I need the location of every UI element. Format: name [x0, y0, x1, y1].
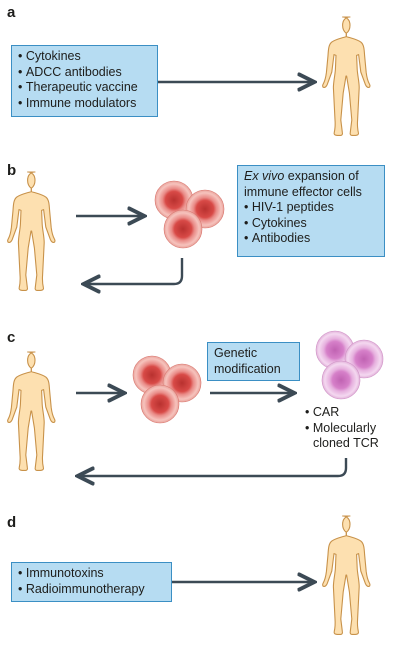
list-item: CAR	[305, 405, 397, 421]
human-figure-c	[7, 351, 56, 471]
list-item: HIV-1 peptides	[244, 200, 378, 216]
human-figure-b	[7, 171, 56, 291]
genetic-modification-line1: Genetic	[214, 346, 258, 360]
panel-label-b: b	[7, 162, 17, 179]
ex-vivo-heading-line2: immune effector cells	[244, 184, 362, 199]
list-item: Antibodies	[244, 231, 378, 247]
treatment-box-a: Cytokines ADCC antibodies Therapeutic va…	[11, 45, 158, 117]
human-figure-d	[322, 515, 371, 635]
ex-vivo-heading-rest: expansion of	[287, 169, 359, 183]
panel-label-c: c	[7, 329, 16, 346]
ex-vivo-heading: Ex vivo expansion of	[244, 169, 378, 185]
pink-cells-c	[315, 330, 384, 400]
list-item: Therapeutic vaccine	[18, 80, 151, 96]
ex-vivo-box-b: Ex vivo expansion of immune effector cel…	[237, 165, 385, 257]
list-item: Molecularly cloned TCR	[305, 421, 397, 452]
red-cells-b	[154, 180, 225, 249]
human-figure-a	[322, 16, 371, 136]
red-cells-c	[132, 355, 202, 424]
ex-vivo-heading-italic: Ex vivo	[244, 169, 285, 183]
list-item: Cytokines	[244, 216, 378, 232]
list-item: Radioimmunotherapy	[18, 582, 165, 598]
genetic-modification-box: Genetic modification	[207, 342, 300, 381]
list-item: Immune modulators	[18, 96, 151, 112]
panel-label-a: a	[7, 4, 16, 21]
modification-list-c: CAR Molecularly cloned TCR	[305, 405, 397, 452]
treatment-box-d: Immunotoxins Radioimmunotherapy	[11, 562, 172, 602]
arrow-c-return	[80, 458, 348, 476]
list-item: ADCC antibodies	[18, 65, 151, 81]
list-item: Immunotoxins	[18, 566, 165, 582]
genetic-modification-line2: modification	[214, 361, 281, 376]
arrow-b-return	[86, 258, 184, 284]
list-item: Cytokines	[18, 49, 151, 65]
panel-label-d: d	[7, 514, 17, 531]
